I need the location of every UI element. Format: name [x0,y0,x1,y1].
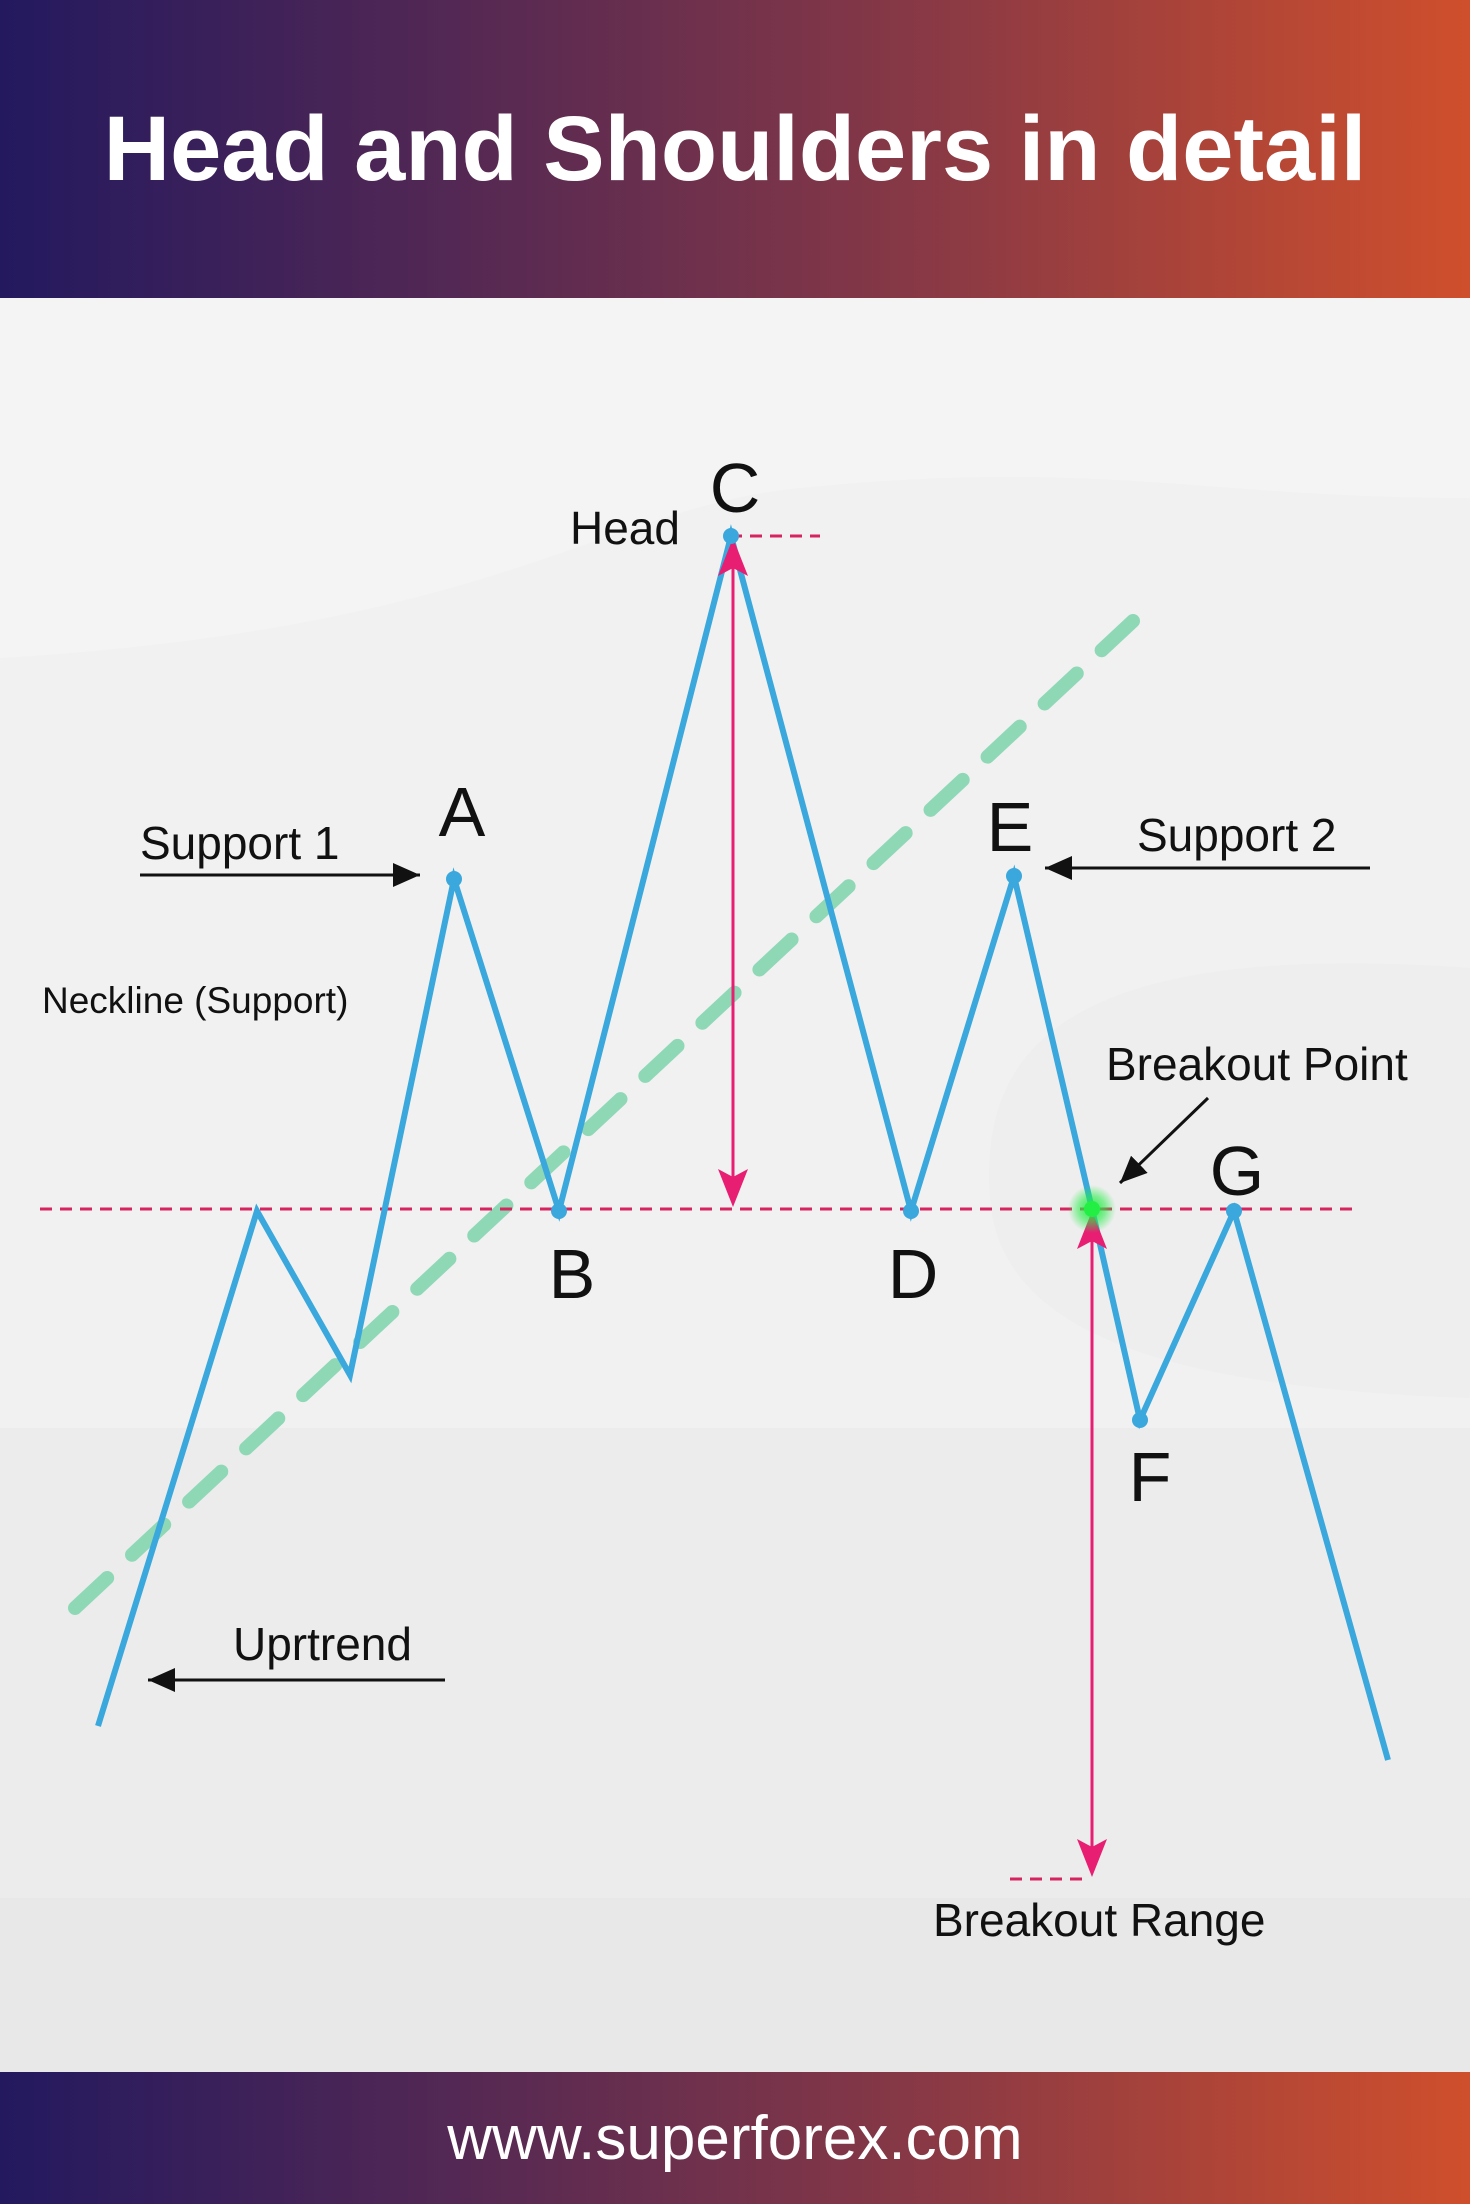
point-f-marker [1132,1412,1148,1428]
point-e-label: E [987,788,1034,866]
point-c-label: C [710,449,761,527]
breakout-point-dot [1084,1201,1100,1217]
website-url[interactable]: www.superforex.com [447,2103,1023,2173]
uptrend-label: Uprtrend [233,1618,412,1670]
footer-banner: www.superforex.com [0,2072,1470,2204]
point-b-marker [551,1203,567,1219]
point-a-marker [446,871,462,887]
head-and-shoulders-diagram: A B C D E F G Head Support 1 Support 2 N… [0,298,1470,2072]
price-line [95,524,1391,1761]
background-band-bottom [0,1898,1470,2072]
point-c-marker [723,528,739,544]
point-e-marker [1006,868,1022,884]
point-f-label: F [1129,1438,1172,1516]
point-b-label: B [549,1235,596,1313]
page-title: Head and Shoulders in detail [103,97,1367,200]
neckline-label: Neckline (Support) [42,980,348,1021]
header-banner: Head and Shoulders in detail [0,0,1470,298]
head-height-arrow [718,538,748,1207]
diagram-area: A B C D E F G Head Support 1 Support 2 N… [0,298,1470,2072]
point-d-marker [903,1203,919,1219]
breakout-range-label: Breakout Range [933,1894,1265,1946]
head-label: Head [570,502,680,554]
uptrend-line [68,614,1140,1615]
point-a-label: A [439,773,486,851]
point-g-marker [1226,1203,1242,1219]
breakout-point-label: Breakout Point [1106,1038,1408,1090]
point-d-label: D [888,1235,939,1313]
support-1-label: Support 1 [140,817,339,869]
breakout-point-arrow [1118,1096,1210,1185]
point-g-label: G [1210,1132,1264,1210]
support-2-label: Support 2 [1137,809,1336,861]
